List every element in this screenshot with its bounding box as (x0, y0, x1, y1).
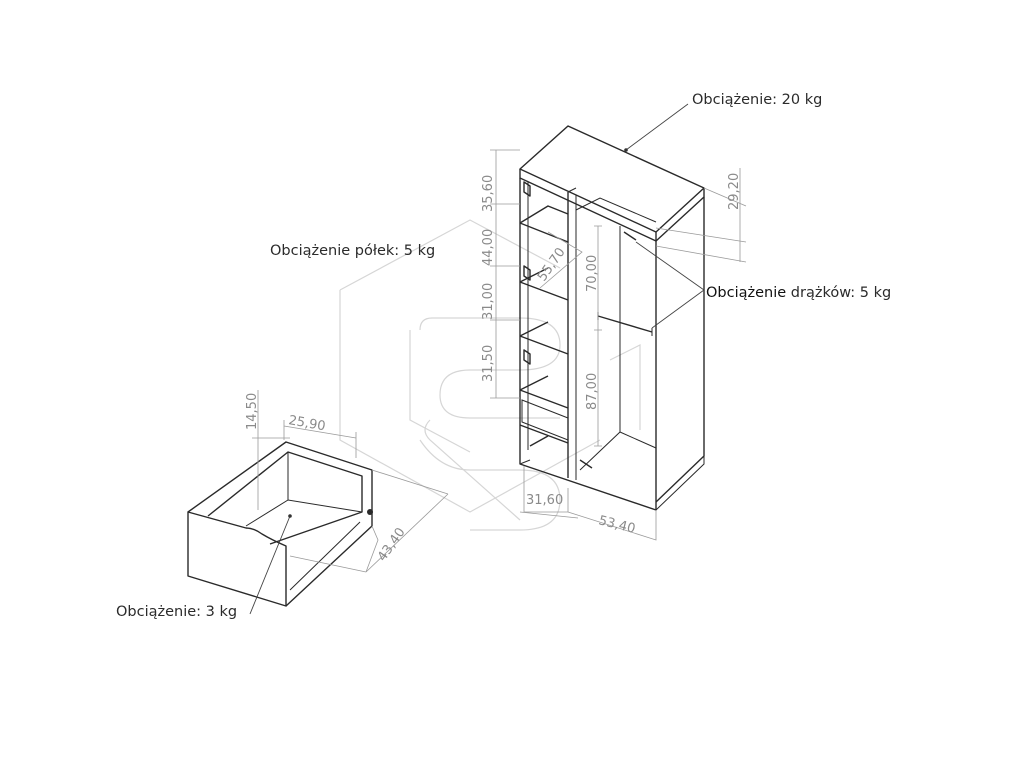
drawer (187, 441, 373, 607)
label-rail-load-word: Obciążenie (706, 285, 787, 301)
dim-rail-height: 70,00 (585, 255, 600, 292)
drawer-dimension-lines (252, 390, 449, 573)
dim-rail-floor: 87,00 (585, 373, 600, 410)
dim-shelf-gap-2: 31,00 (481, 283, 496, 320)
wardrobe-cabinet (519, 125, 705, 511)
dim-cab-right-width: 53,40 (597, 513, 637, 537)
label-top-load: Obciążenie: 20 kg (692, 92, 823, 108)
dim-cab-top-gap: 35,60 (481, 175, 496, 212)
dim-rail-top-offset: 29,20 (727, 173, 742, 210)
dim-drawer-depth: 43,40 (375, 525, 409, 564)
dim-cab-left-width: 31,60 (526, 493, 563, 508)
dim-shelf-gap-1: 44,00 (481, 229, 496, 266)
dim-drawer-width: 25,90 (287, 413, 326, 434)
label-drawer-load: Obciążenie: 3 kg (116, 604, 238, 620)
cabinet-dimension-lines (490, 149, 747, 541)
dim-shelf-depth: 55,70 (535, 245, 569, 284)
label-rail-load: Obciążenie drążków: 5 kg (706, 285, 891, 301)
label-rail-load-rest: drążków: 5 kg (786, 285, 892, 301)
load-leaders (249, 103, 705, 615)
drawer-runner-wheel (367, 509, 373, 515)
dim-shelf-gap-3: 31,50 (481, 345, 496, 382)
dim-drawer-height: 14,50 (245, 393, 260, 430)
label-shelf-load: Obciążenie półek: 5 kg (270, 243, 436, 259)
